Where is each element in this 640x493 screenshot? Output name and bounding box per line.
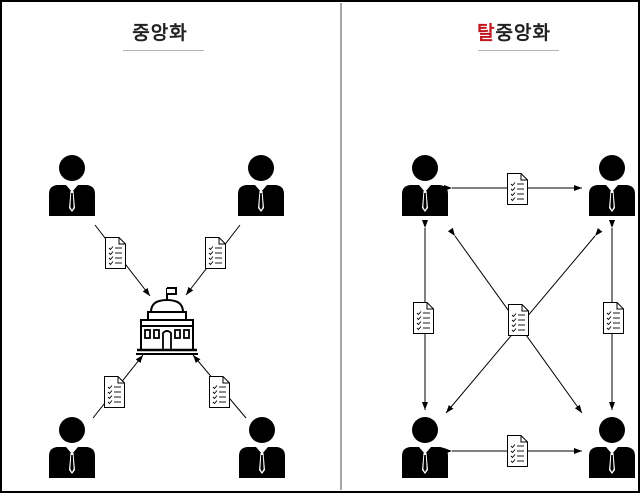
decentralized-title-rest: 중앙화 [495,22,551,44]
document-icon [209,376,230,408]
person-icon [589,417,635,478]
document-icon [508,304,529,336]
government-building-icon [136,287,198,355]
document-icon [105,237,126,269]
centralized-diagram [49,155,285,478]
document-icon [413,302,434,334]
document-icon [507,173,528,205]
decentralized-title-underline [478,50,559,51]
document-icon [507,435,528,467]
person-icon [589,155,635,216]
person-icon [239,417,285,478]
centralized-title-underline [123,50,204,51]
person-icon [402,155,448,216]
centralized-title: 중앙화 [60,18,260,45]
document-icon [205,237,226,269]
person-icon [402,417,448,478]
decentralized-title: 탈중앙화 [414,18,614,45]
person-icon [238,155,284,216]
person-icon [49,155,95,216]
document-icon [603,302,624,334]
decentralized-diagram [402,155,635,478]
document-icon [104,376,125,408]
centralized-title-text: 중앙화 [132,22,188,44]
person-icon [49,417,95,478]
decentralized-title-accent: 탈 [477,22,496,44]
